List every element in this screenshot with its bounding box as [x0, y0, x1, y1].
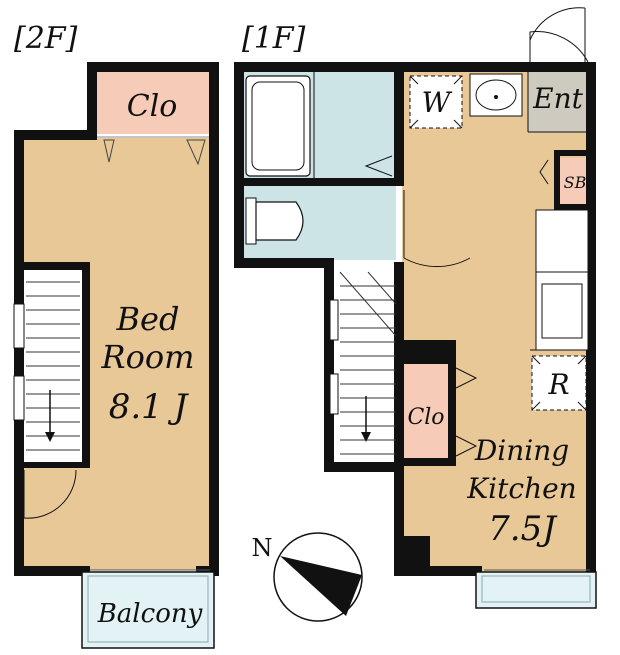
- entrance-label: Ent: [532, 82, 583, 115]
- entrance-door-swing: [529, 31, 589, 63]
- window-1f-lower: [329, 373, 339, 415]
- toilet-tank: [245, 197, 257, 245]
- fridge-space: [531, 355, 587, 411]
- stairs-1f: [338, 270, 398, 464]
- bedroom-size: 8.1 J: [109, 387, 190, 427]
- bedroom-label-1: Bed: [116, 300, 180, 338]
- bathtub: [245, 75, 311, 177]
- dining-size: 7.5J: [488, 509, 558, 549]
- stair-arrow-2f: [45, 432, 55, 442]
- closet-1f-label: Clo: [407, 405, 444, 430]
- window-2f-lower: [13, 375, 25, 421]
- closet-2f-label: Clo: [127, 89, 178, 124]
- compass-north-label: N: [252, 534, 273, 562]
- walls-2f: [14, 62, 219, 576]
- closet-1f: [402, 364, 454, 460]
- shoe-box: [560, 158, 590, 206]
- entrance-area: [528, 70, 588, 132]
- kitchen-sink: [541, 283, 583, 339]
- floor-label-2f: [2F]: [14, 21, 78, 56]
- window-1f-upper: [329, 299, 339, 341]
- compass-needle: [280, 556, 362, 616]
- closet-2f: [96, 70, 212, 134]
- dining-label-2: Kitchen: [466, 472, 576, 505]
- stair-arrow-1f: [361, 432, 371, 442]
- washer-label: W: [422, 86, 453, 119]
- window-2f-upper: [13, 303, 25, 349]
- door-swing-2f: [23, 469, 77, 519]
- toilet-bowl: [255, 201, 304, 241]
- shoe-box-label: SB: [564, 173, 587, 192]
- compass: N: [252, 532, 363, 622]
- fridge-label: R: [547, 368, 569, 401]
- bedroom-label-2: Room: [101, 338, 195, 376]
- balcony-1f: [475, 571, 597, 609]
- toilet-door-swing: [403, 190, 471, 267]
- stairs-2f: [24, 270, 84, 466]
- dining-label-1: Dining: [474, 434, 569, 467]
- walls-1f: [234, 62, 596, 576]
- balcony-label: Balcony: [97, 599, 203, 629]
- floor-label-1f: [1F]: [242, 21, 306, 56]
- balcony-2f: [81, 571, 215, 649]
- stair-treads-1f: [339, 271, 397, 455]
- washer-space: [409, 75, 463, 129]
